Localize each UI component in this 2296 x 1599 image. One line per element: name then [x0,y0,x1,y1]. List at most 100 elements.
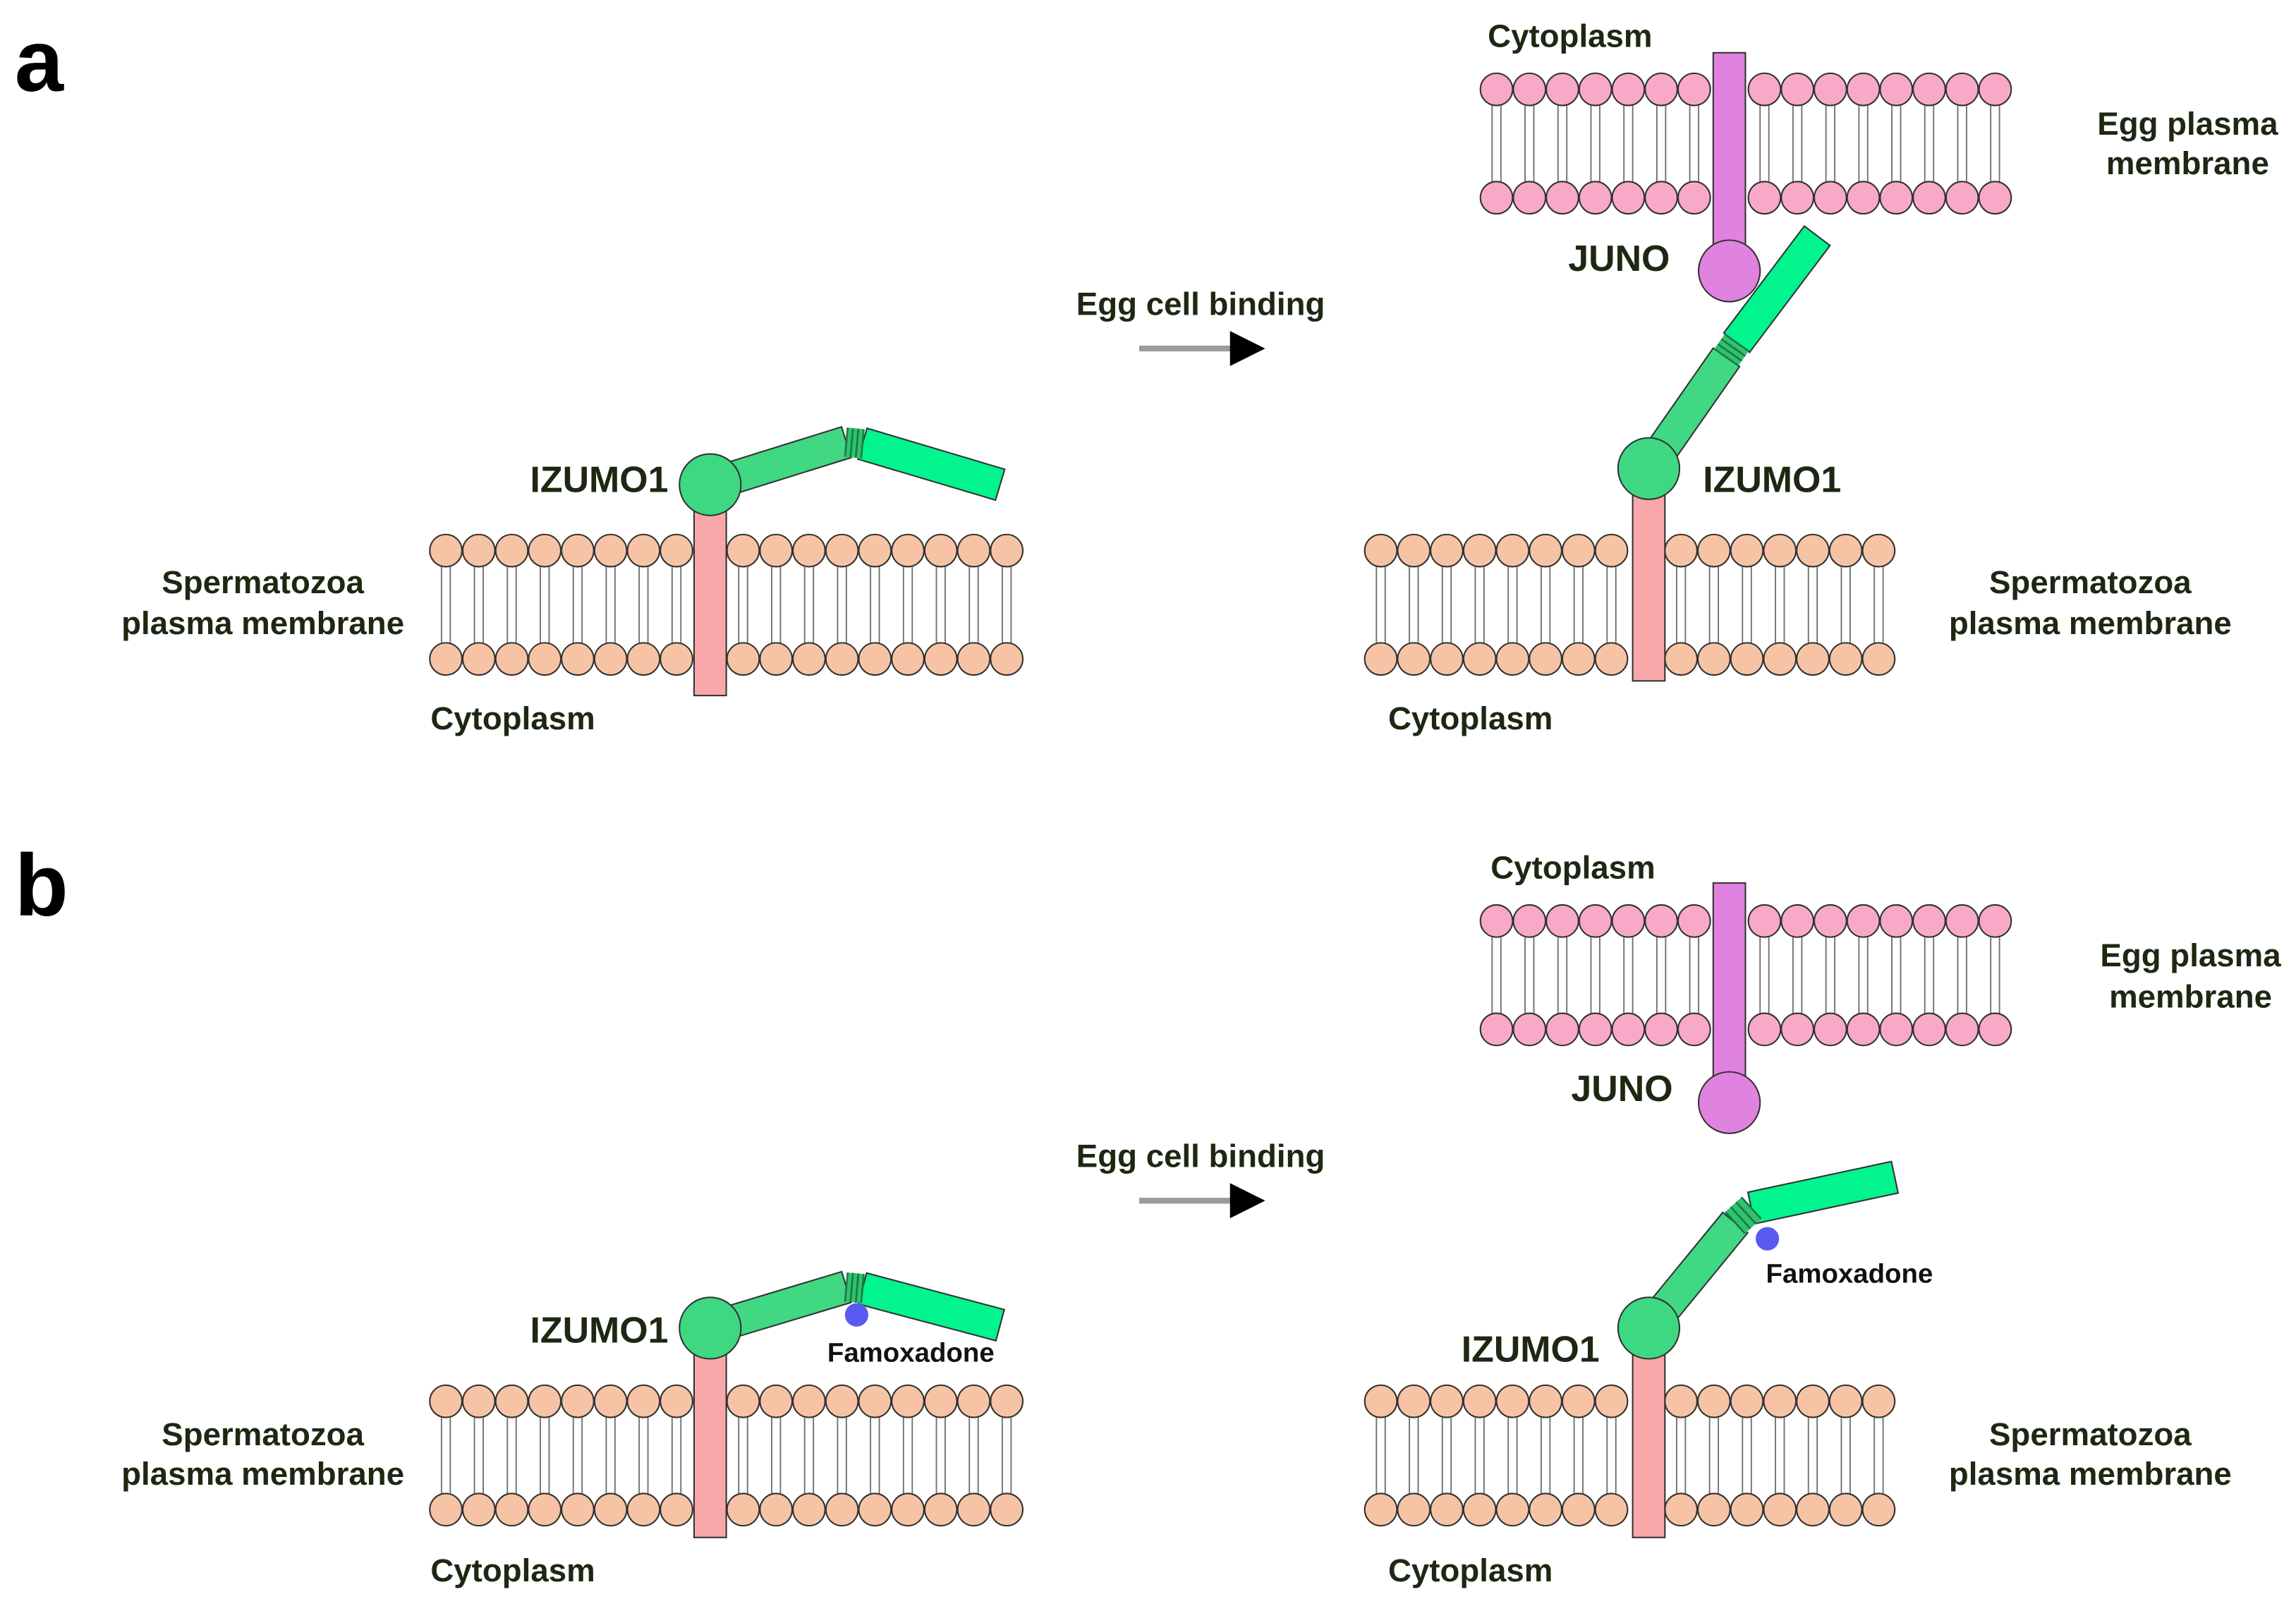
lipid-head [1861,1492,1896,1527]
lipid-head [759,1384,794,1418]
lipid-head [1430,1492,1464,1527]
izumo1-hinge [844,1272,865,1303]
izumo1-transmembrane-segment [693,497,727,697]
egg-plasma-membrane [1479,72,2012,215]
lipid-head [1462,1384,1497,1418]
lipid-head [1846,904,1881,938]
izumo1-head [1617,437,1681,500]
lipid-head [1912,904,1946,938]
lipid-head [1879,904,1914,938]
izumo1-label: IZUMO1 [1462,1329,1600,1370]
hinge-body [844,1272,864,1303]
lipid-head [1763,642,1797,676]
lipid-head [858,1492,892,1527]
lipid-head [1664,642,1698,676]
lipid-head [1363,1492,1398,1527]
lipid-head [429,533,463,568]
lipid-head [1545,904,1579,938]
sperm-cytoplasm-label: Cytoplasm [1388,700,1553,736]
hinge-body [1714,334,1749,366]
hinge-stripe [860,429,865,458]
hinge-stripe [844,427,849,457]
lipid-head [792,1492,826,1527]
lipid-head [1512,181,1547,215]
sperm-cytoplasm-label: Cytoplasm [430,700,595,736]
sperm-membrane-label-line-2: plasma membrane [1949,1456,2232,1492]
hinge-stripe [849,1272,854,1303]
lipid-head [759,533,794,568]
lipid-head [1512,904,1547,938]
sperm-membrane-label-line-1: Spermatozoa [1989,1416,2192,1452]
izumo1-label: IZUMO1 [530,459,668,500]
lipid-head [1780,1012,1815,1047]
izumo1-domain-2 [856,427,1006,501]
egg-membrane-label-line-1: Egg plasma [2097,106,2278,142]
lipid-head [1594,1492,1629,1527]
izumo1-transmembrane-segment [1632,491,1666,682]
lipid-head [1397,1492,1431,1527]
lipid-head [1594,1384,1629,1418]
lipid-head [1512,1012,1547,1047]
lipid-head [429,642,463,676]
sperm-cytoplasm-label: Cytoplasm [1388,1552,1553,1588]
transition-label: Egg cell binding [1076,286,1325,322]
famoxadone-molecule [844,1303,869,1327]
lipid-head [1813,181,1847,215]
lipid-head [1677,72,1711,107]
lipid-head [1677,1012,1711,1047]
lipid-head [891,533,925,568]
lipid-head [494,1492,529,1527]
lipid-head [1828,642,1863,676]
lipid-head [660,642,693,676]
panel-label-a: a [15,12,65,110]
hinge-stripe [854,1273,860,1303]
lipid-head [1846,72,1881,107]
lipid-head [1561,1492,1596,1527]
lipid-head [726,533,760,568]
lipid-head [1861,533,1896,568]
izumo1-label: IZUMO1 [1703,459,1841,500]
lipid-head [1578,72,1612,107]
lipid-head [1495,642,1530,676]
egg-membrane-label-line-2: membrane [2109,978,2272,1014]
lipid-head [1512,72,1547,107]
lipid-head [956,642,991,676]
lipid-head [891,1492,925,1527]
lipid-head [1978,181,2012,215]
sperm-membrane-label-line-2: plasma membrane [121,1456,404,1492]
lipid-head [593,1492,628,1527]
lipid-head [1578,181,1612,215]
lipid-head [825,642,859,676]
lipid-head [1644,904,1678,938]
lipid-head [1363,533,1398,568]
lipid-head [561,533,595,568]
hinge-body [1725,1197,1761,1234]
lipid-head [660,533,693,568]
lipid-head [1611,904,1646,938]
juno-label: JUNO [1568,238,1670,279]
lipid-head [858,533,892,568]
lipid-head [1861,1384,1896,1418]
lipid-head [1912,72,1946,107]
lipid-head [1796,642,1830,676]
lipid-head [825,533,859,568]
lipid-head [1780,72,1815,107]
lipid-head [990,1492,1024,1527]
lipid-head [1462,642,1497,676]
juno-label: JUNO [1571,1068,1672,1109]
lipid-head [461,1492,496,1527]
sperm-membrane-label-line-2: plasma membrane [1949,605,2232,641]
lipid-head [956,533,991,568]
lipid-head [1664,1492,1698,1527]
lipid-head [1594,533,1629,568]
hinge-stripe [854,428,860,458]
izumo1-head [679,453,742,516]
lipid-head [626,642,661,676]
lipid-head [1846,181,1881,215]
izumo1-transmembrane-segment [693,1342,727,1538]
lipid-head [1730,533,1764,568]
lipid-head [626,533,661,568]
lipid-head [1462,533,1497,568]
hinge-stripe [849,427,854,458]
lipid-head [1828,1492,1863,1527]
